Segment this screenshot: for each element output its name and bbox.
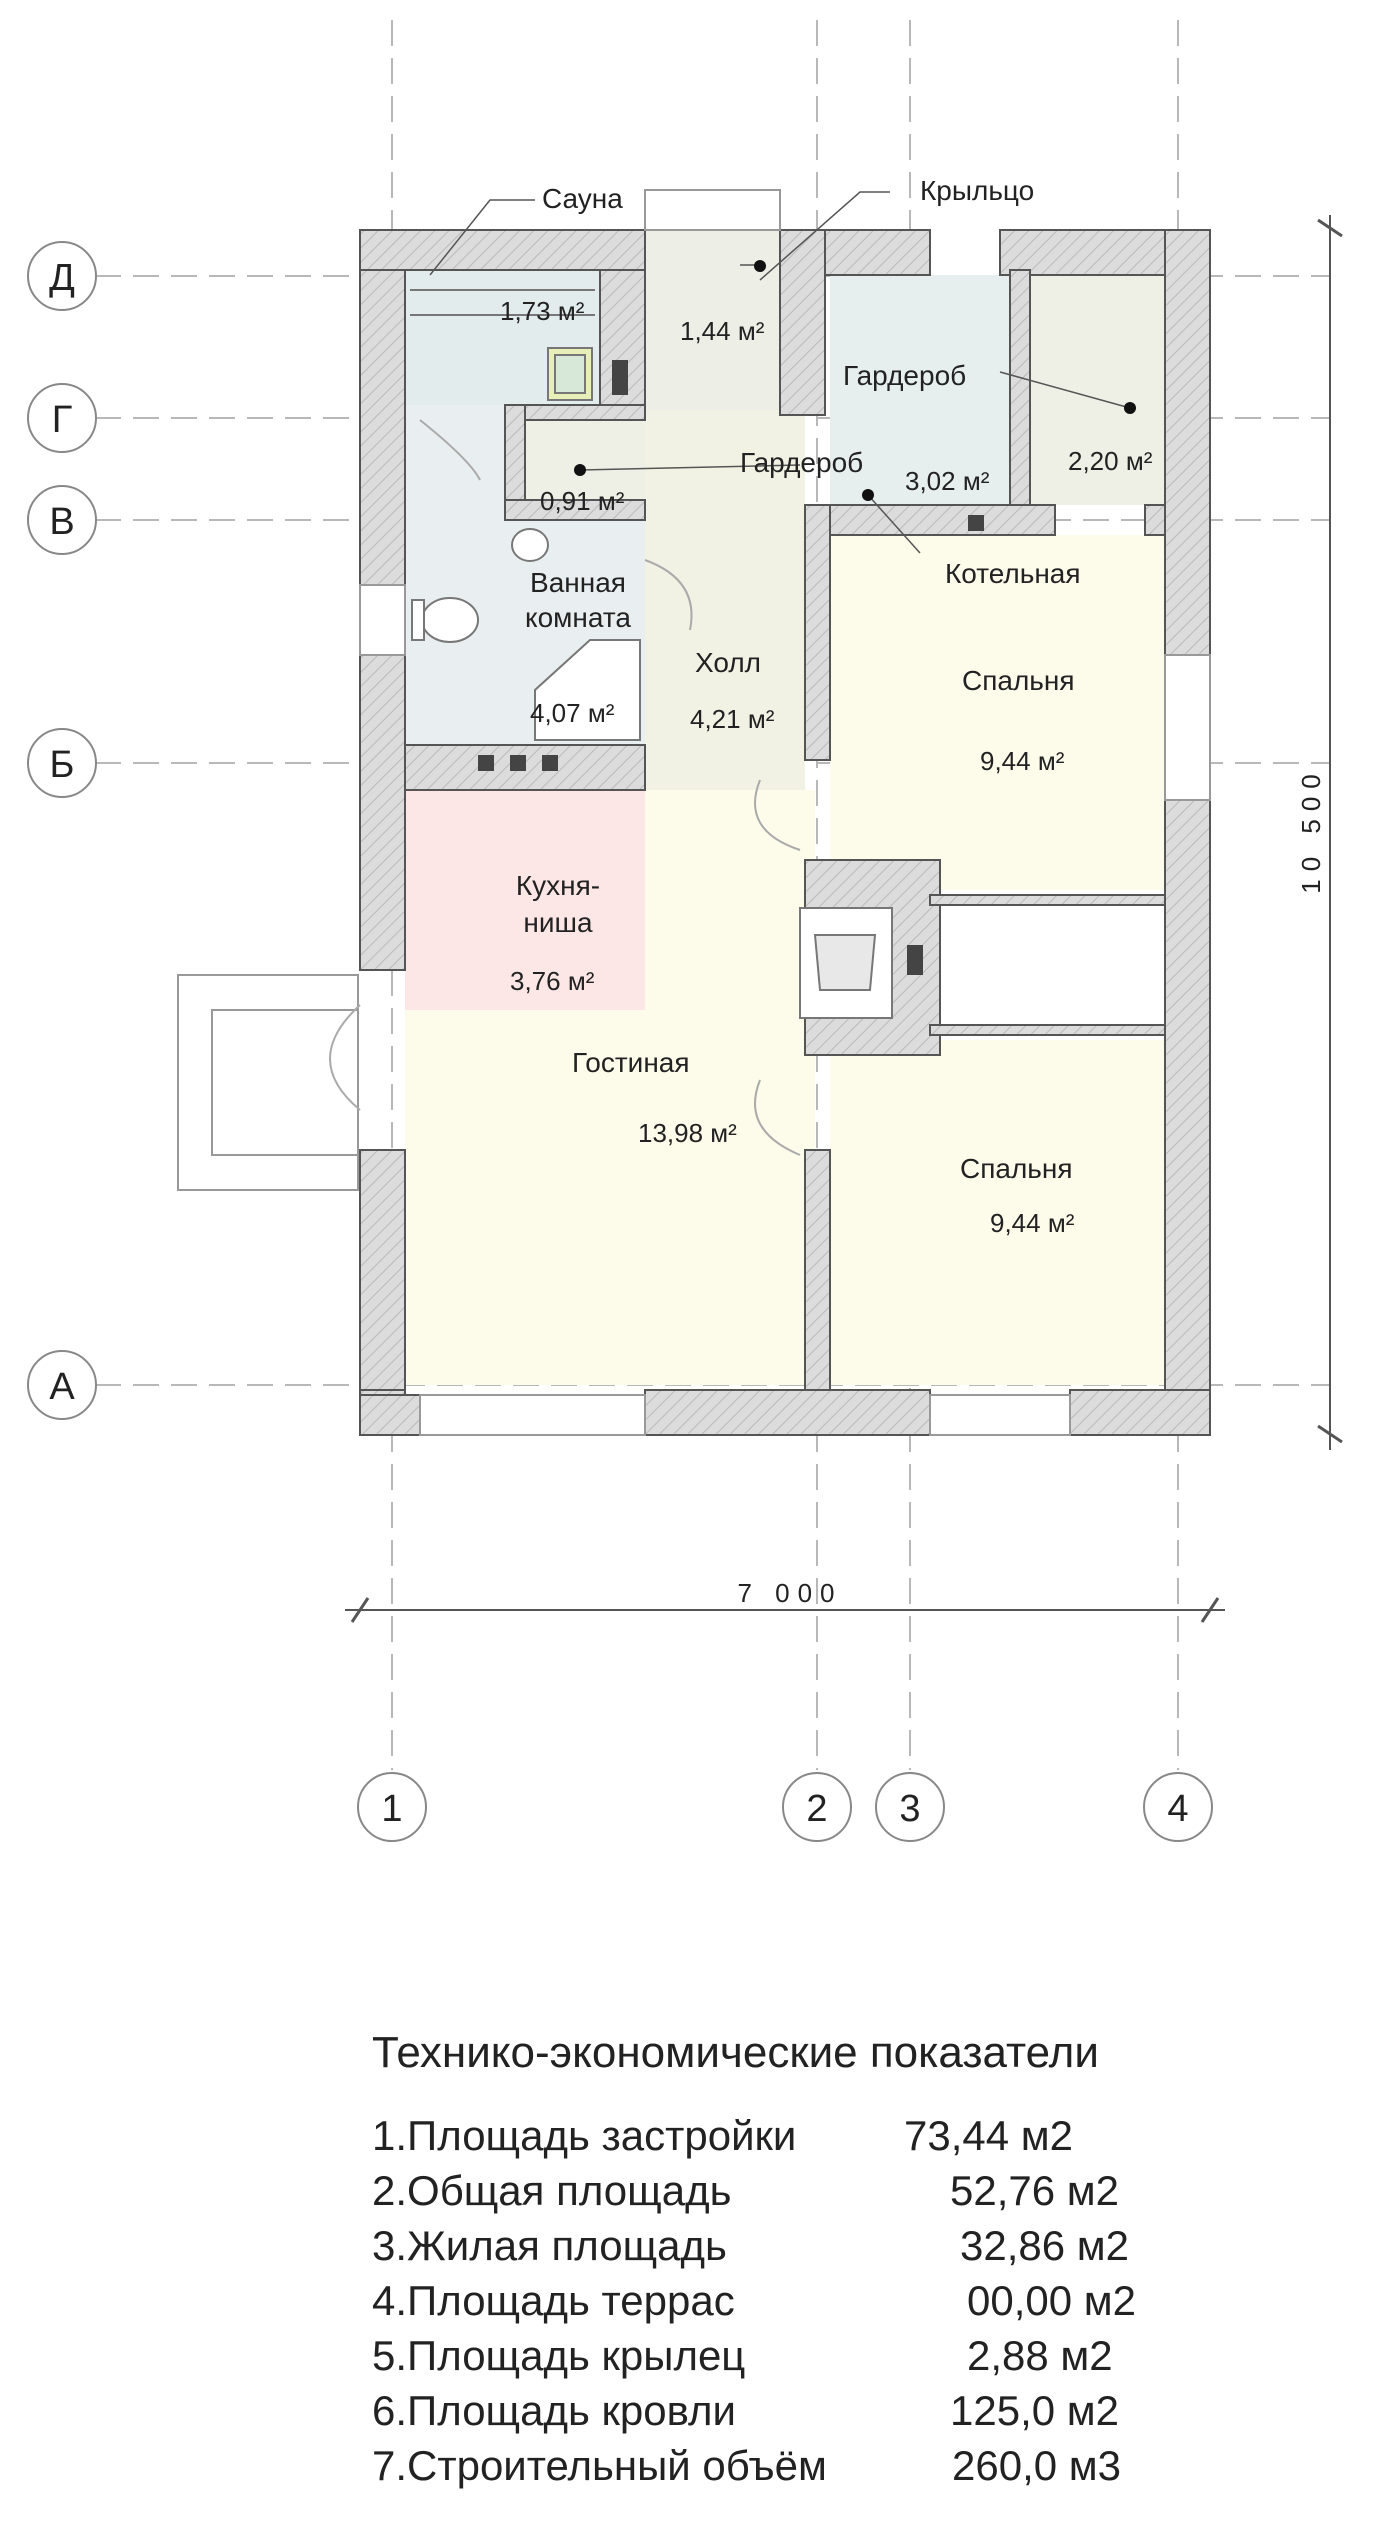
specs-rows: 1.Площадь застройки 73,44 м2 2.Общая пло…	[372, 2112, 1372, 2497]
label-living: Гостиная	[572, 1047, 690, 1078]
spec-value: 125,0 м2	[950, 2387, 1120, 2434]
axis-bubble-3	[875, 1772, 945, 1842]
axis-bubble-2	[782, 1772, 852, 1842]
spec-value: 32,86 м2	[960, 2222, 1130, 2269]
axis-bubble-4	[1143, 1772, 1213, 1842]
label-porch: Крыльцо	[920, 175, 1034, 206]
fireplace	[799, 907, 923, 1019]
axis-label-a: А	[49, 1366, 75, 1408]
label-wardrobe-top: Гардероб	[843, 360, 966, 391]
label-sauna: Сауна	[542, 183, 623, 214]
spec-label: 4.Площадь террас	[372, 2277, 735, 2324]
left-porch-outline	[177, 974, 359, 1191]
axis-label-b: Б	[50, 744, 75, 786]
label-kitchen-1: Кухня-	[516, 870, 600, 901]
spec-row: 3.Жилая площадь 32,86 м2	[372, 2222, 1372, 2277]
axis-label-3: 3	[899, 1788, 920, 1830]
spec-row: 6.Площадь кровли 125,0 м2	[372, 2387, 1372, 2442]
spec-row: 7.Строительный объём 260,0 м3	[372, 2442, 1372, 2497]
dimension-width	[345, 1597, 1225, 1623]
sauna-furnishing	[410, 289, 595, 401]
floor-kitchen	[405, 790, 645, 1010]
specs-title: Технико-экономические показатели	[372, 2028, 1099, 2077]
specs-block: Технико-экономические показатели 1.Площа…	[372, 2028, 1372, 2497]
spec-row: 1.Площадь застройки 73,44 м2	[372, 2112, 1372, 2167]
axis-label-4: 4	[1167, 1788, 1188, 1830]
area-bedroom1: 9,44 м²	[980, 746, 1065, 776]
floor-hall	[645, 410, 805, 790]
floor-bedroom1	[830, 535, 1165, 890]
axis-label-d: Д	[49, 257, 75, 299]
axis-bubble-g	[27, 383, 97, 453]
row-axis-bubbles	[27, 241, 97, 1420]
spec-row: 4.Площадь террас 00,00 м2	[372, 2277, 1372, 2332]
spec-row: 5.Площадь крылец 2,88 м2	[372, 2332, 1372, 2387]
label-bathroom-2: комната	[525, 602, 631, 633]
spec-row: 2.Общая площадь 52,76 м2	[372, 2167, 1372, 2222]
floor-living-upper	[645, 790, 815, 1010]
floor-bedroom2	[830, 1040, 1165, 1385]
toilet	[421, 597, 479, 643]
floor-storage	[1030, 275, 1165, 505]
bathroom-fixtures	[411, 528, 641, 741]
area-kitchen: 3,76 м²	[510, 966, 595, 996]
dimension-height	[1317, 215, 1343, 1450]
label-bathroom-1: Ванная	[530, 567, 626, 598]
spec-value: 2,88 м2	[967, 2332, 1113, 2379]
axis-label-1: 1	[381, 1788, 402, 1830]
spec-value: 73,44 м2	[904, 2112, 1074, 2159]
vents	[478, 360, 984, 771]
windows	[359, 189, 1211, 1436]
axis-bubble-b	[27, 728, 97, 798]
area-wardrobe-top: 3,02 м²	[905, 466, 990, 496]
area-hall: 4,21 м²	[690, 704, 775, 734]
room-labels: Сауна Крыльцо 1,73 м² 1,44 м² Гардероб 2…	[500, 175, 1153, 1238]
floor-porch	[645, 230, 780, 410]
spec-value: 260,0 м3	[952, 2442, 1122, 2489]
spec-label: 7.Строительный объём	[372, 2442, 827, 2489]
door-swings	[329, 419, 801, 1156]
axis-bubble-v	[27, 485, 97, 555]
area-storage: 2,20 м²	[1068, 446, 1153, 476]
floor-fills	[400, 230, 1165, 1385]
label-kitchen-2: ниша	[523, 907, 593, 938]
axis-label-2: 2	[806, 1788, 827, 1830]
spec-value: 52,76 м2	[950, 2167, 1120, 2214]
spec-label: 2.Общая площадь	[372, 2167, 732, 2214]
spec-label: 5.Площадь крылец	[372, 2332, 746, 2379]
leader-lines	[429, 191, 1131, 554]
axis-bubble-d	[27, 241, 97, 311]
axis-label-v: В	[49, 501, 74, 543]
area-bathroom: 4,07 м²	[530, 698, 615, 728]
axis-label-g: Г	[52, 399, 73, 441]
dimension-height-label: 10 500	[1296, 766, 1326, 894]
spec-label: 1.Площадь застройки	[372, 2112, 797, 2159]
floor-living	[405, 1010, 815, 1385]
floor-plan: Д Г В Б А 1 2 3 4 7 000 10 500	[27, 20, 1343, 1842]
walls	[359, 229, 1211, 1436]
area-wardrobe-small: 0,91 м²	[540, 486, 625, 516]
axis-bubble-1	[357, 1772, 427, 1842]
spec-value: 00,00 м2	[967, 2277, 1137, 2324]
area-living: 13,98 м²	[638, 1118, 737, 1148]
col-axis-bubbles	[357, 1772, 1213, 1842]
dimension-width-label: 7 000	[737, 1578, 842, 1608]
label-hall: Холл	[695, 647, 761, 678]
label-boiler: Котельная	[945, 558, 1081, 589]
area-bedroom2: 9,44 м²	[990, 1208, 1075, 1238]
corner-bath	[534, 639, 641, 741]
spec-label: 6.Площадь кровли	[372, 2387, 736, 2434]
label-bedroom1: Спальня	[962, 665, 1075, 696]
area-sauna: 1,73 м²	[500, 296, 585, 326]
label-bedroom2: Спальня	[960, 1153, 1073, 1184]
label-wardrobe-mid: Гардероб	[740, 447, 863, 478]
axis-bubble-a	[27, 1350, 97, 1420]
leader-dots	[574, 260, 1136, 501]
area-porch: 1,44 м²	[680, 316, 765, 346]
floor-wardrobe-top	[830, 275, 1010, 505]
spec-label: 3.Жилая площадь	[372, 2222, 727, 2269]
